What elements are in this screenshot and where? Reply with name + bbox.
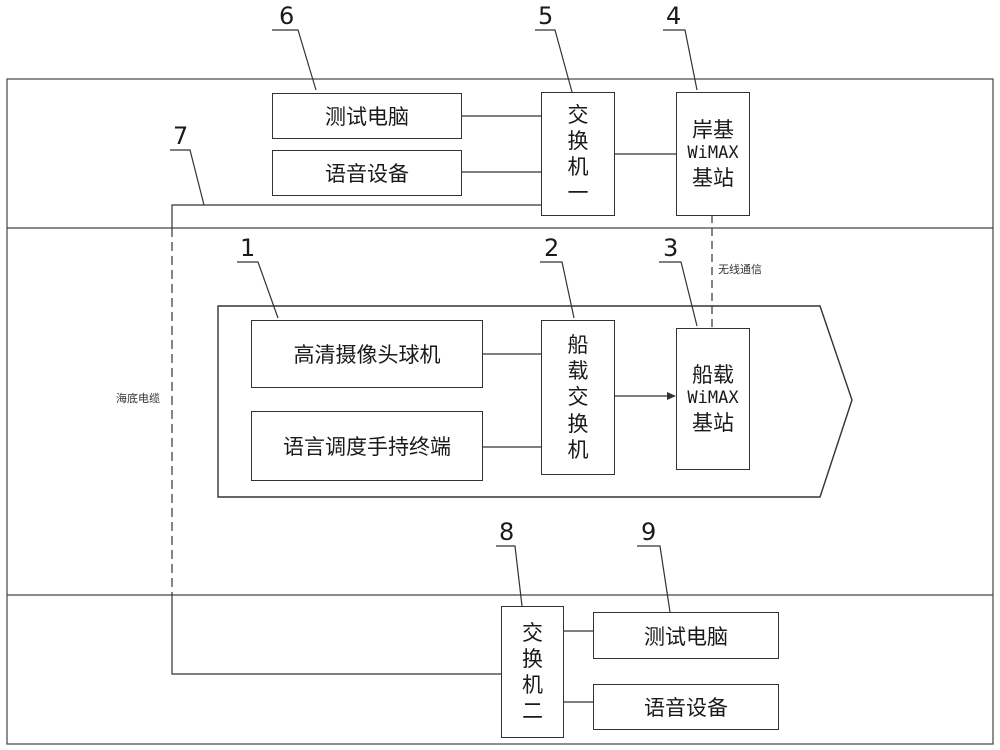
remote-test-pc-box: 测试电脑	[593, 612, 779, 659]
switch-two-char: 机	[522, 673, 543, 697]
switch-two-char: 二	[522, 699, 543, 724]
leader-8	[496, 545, 523, 607]
ship-switch-box: 船 载 交 换 机	[541, 320, 615, 475]
leader-5	[535, 29, 573, 93]
ship-switch-char: 载	[567, 359, 589, 384]
ref-number-6: 6	[279, 2, 295, 30]
shore-test-pc-box: 测试电脑	[272, 93, 462, 139]
outer-frame	[6, 78, 994, 745]
ship-wimax-line: WiMAX	[687, 388, 739, 409]
leader-6	[272, 29, 317, 91]
ref-number-1: 1	[240, 234, 256, 262]
remote-test-pc-label: 测试电脑	[644, 624, 728, 649]
remote-voice-device-label: 语音设备	[644, 696, 728, 720]
leader-9	[637, 545, 671, 613]
remote-voice-device-box: 语音设备	[593, 684, 779, 730]
shore-voice-device-label: 语音设备	[325, 162, 409, 186]
switch-one-char: 换	[567, 128, 589, 153]
shore-wimax-line: 基站	[692, 165, 734, 190]
ref-number-7: 7	[173, 122, 189, 150]
shore-test-pc-label: 测试电脑	[325, 105, 409, 129]
leader-1	[237, 261, 279, 319]
shore-wimax-line: WiMAX	[687, 143, 739, 164]
shore-voice-device-box: 语音设备	[272, 150, 462, 196]
shore-wimax-base-box: 岸基 WiMAX 基站	[676, 92, 750, 216]
switch-one-char: 交	[567, 102, 589, 127]
arrow-head	[667, 392, 676, 400]
ship-switch-char: 交	[567, 385, 589, 410]
switch-one-box: 交 换 机 一	[541, 92, 615, 216]
ship-switch-char: 机	[567, 437, 589, 462]
ship-switch-char: 换	[567, 411, 589, 436]
leader-2	[540, 261, 575, 319]
switch-one-char: 一	[567, 181, 589, 206]
ref-number-3: 3	[663, 234, 679, 262]
ship-outline	[217, 305, 853, 498]
submarine-cable-label: 海底电缆	[116, 392, 160, 405]
wireless-comm-label: 无线通信	[718, 263, 762, 276]
leader-7	[170, 149, 205, 206]
ref-number-4: 4	[666, 2, 682, 30]
ref-number-2: 2	[544, 234, 560, 262]
ship-camera-box: 高清摄像头球机	[251, 320, 483, 388]
shore-wimax-line: 岸基	[692, 118, 734, 143]
cable-top	[171, 204, 541, 228]
switch-two-box: 交 换 机 二	[501, 606, 564, 738]
leader-4	[663, 29, 698, 91]
ref-number-8: 8	[499, 518, 515, 546]
ship-wimax-base-box: 船载 WiMAX 基站	[676, 328, 750, 470]
ship-wimax-line: 基站	[692, 410, 734, 435]
ship-camera-label: 高清摄像头球机	[293, 343, 441, 367]
ship-handheld-box: 语言调度手持终端	[251, 411, 483, 481]
ship-switch-char: 船	[567, 332, 589, 357]
switch-two-char: 换	[522, 646, 543, 671]
ship-handheld-label: 语言调度手持终端	[283, 435, 451, 459]
ship-wimax-line: 船载	[692, 363, 734, 388]
ref-number-5: 5	[538, 2, 554, 30]
ref-number-9: 9	[641, 518, 657, 546]
cable-bottom	[171, 595, 501, 675]
leader-3	[659, 261, 698, 327]
switch-one-char: 机	[567, 155, 589, 179]
switch-two-char: 交	[522, 620, 543, 645]
